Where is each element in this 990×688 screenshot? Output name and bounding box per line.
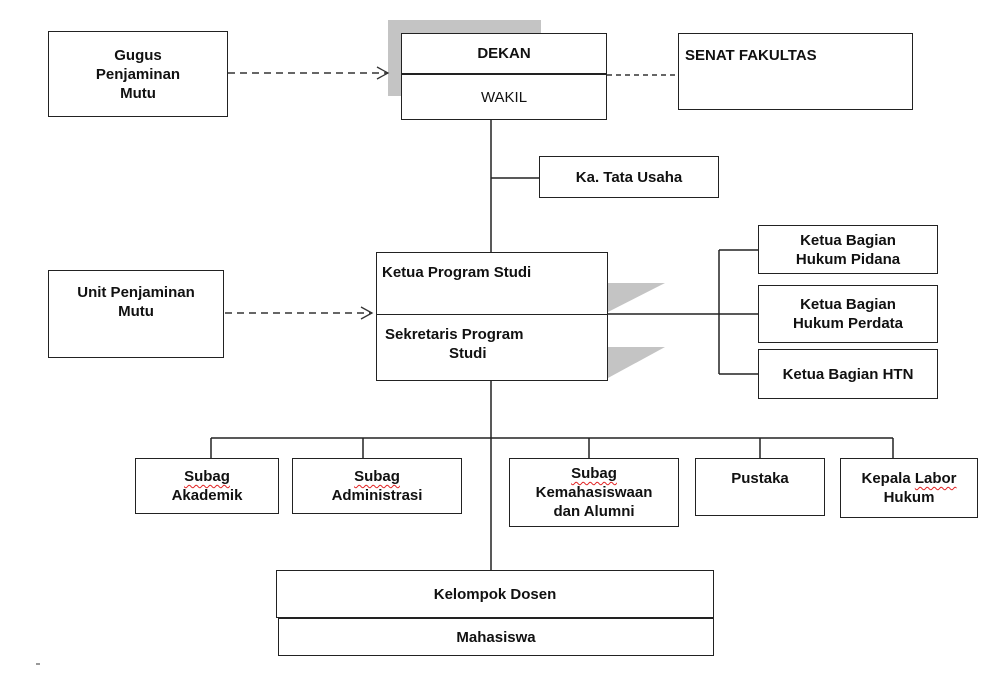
ketua-bagian-htn-box: Ketua Bagian HTN [758, 349, 938, 399]
kemahasiswaan-line-2: Kemahasiswaan [535, 484, 653, 501]
administrasi-line-1: Subag [354, 468, 400, 485]
pustaka-box: Pustaka [695, 458, 825, 516]
sekprodi-shadow-triangle [608, 347, 665, 378]
kaprodi-shadow-triangle [608, 283, 665, 312]
ketua-bagian-hukum-perdata-box: Ketua Bagian Hukum Perdata [758, 285, 938, 343]
kemahasiswaan-line-3: dan Alumni [553, 503, 635, 520]
administrasi-line-2: Administrasi [331, 487, 423, 504]
gugus-line-1: Gugus [114, 46, 162, 64]
kemahasiswaan-line-1: Subag [571, 465, 617, 482]
labor-line-2: Hukum [883, 489, 935, 506]
sekprodi-line-1: Sekretaris Program [385, 326, 524, 343]
wakil-box: WAKIL [401, 74, 607, 120]
dekan-box: DEKAN [401, 33, 607, 74]
unit-line-2: Mutu [118, 303, 154, 320]
kepala-labor-hukum-box: Kepala Labor Hukum [840, 458, 978, 518]
dekan-shadow-left [388, 20, 402, 96]
htn-label: Ketua Bagian HTN [782, 365, 914, 383]
subag-administrasi-box: Subag Administrasi [292, 458, 462, 514]
gugus-penjaminan-mutu-box: Gugus Penjaminan Mutu [48, 31, 228, 117]
subag-kemahasiswaan-box: Subag Kemahasiswaan dan Alumni [509, 458, 679, 527]
tata-usaha-box: Ka. Tata Usaha [539, 156, 719, 198]
tata-usaha-label: Ka. Tata Usaha [575, 168, 683, 186]
dekan-shadow-top [388, 20, 541, 36]
senat-label: SENAT FAKULTAS [685, 47, 817, 64]
dosen-label: Kelompok Dosen [433, 585, 557, 603]
ketua-program-studi-box: Ketua Program Studi [376, 252, 608, 315]
wakil-label: WAKIL [480, 88, 528, 106]
kelompok-dosen-box: Kelompok Dosen [276, 570, 714, 618]
mahasiswa-label: Mahasiswa [456, 628, 536, 646]
senat-fakultas-box: SENAT FAKULTAS [678, 33, 913, 110]
unit-line-1: Unit Penjaminan [77, 284, 195, 301]
sekprodi-line-2: Studi [449, 345, 487, 362]
gugus-line-2: Penjaminan [95, 65, 181, 83]
kaprodi-label: Ketua Program Studi [382, 264, 532, 281]
perdata-line-2: Hukum Perdata [792, 315, 904, 332]
subag-akademik-box: Subag Akademik [135, 458, 279, 514]
gugus-line-3: Mutu [120, 84, 156, 102]
unit-penjaminan-mutu-box: Unit Penjaminan Mutu [48, 270, 224, 358]
akademik-line-1: Subag [184, 468, 230, 485]
labor-word: Labor [914, 470, 957, 487]
pustaka-label: Pustaka [731, 470, 789, 487]
sekretaris-program-studi-box: Sekretaris Program Studi [376, 314, 608, 381]
perdata-line-1: Ketua Bagian [800, 296, 896, 313]
mahasiswa-box: Mahasiswa [278, 618, 714, 656]
akademik-line-2: Akademik [171, 487, 243, 504]
ketua-bagian-hukum-pidana-box: Ketua Bagian Hukum Pidana [758, 225, 938, 274]
pidana-line-2: Hukum Pidana [795, 250, 901, 268]
labor-line-1: Kepala Labor [861, 469, 956, 488]
pidana-line-1: Ketua Bagian [800, 231, 896, 249]
dekan-label: DEKAN [477, 45, 531, 62]
labor-prefix: Kepala [861, 470, 915, 487]
